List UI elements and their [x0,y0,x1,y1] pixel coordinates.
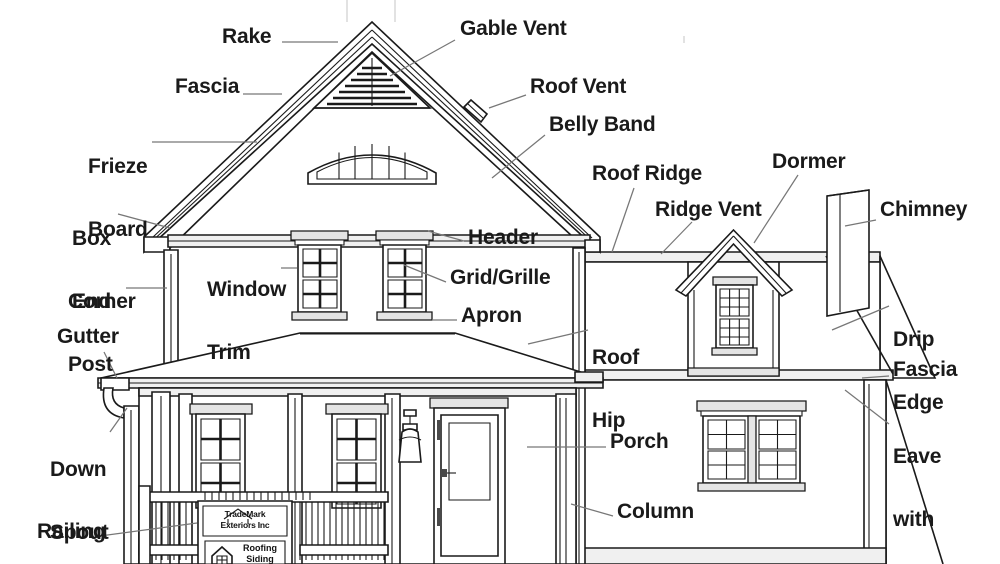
wall-sconce-light [398,409,422,463]
label-header: Header [468,226,539,249]
label-box-end-line2: End [72,290,112,313]
porch [138,387,577,564]
label-roof-hip: Roof Hip [592,305,639,473]
porch-column-1 [151,391,171,564]
leader-lines [99,39,890,537]
label-ridge-vent: Ridge Vent [655,198,762,221]
chimney [826,189,870,317]
gutter-and-downspout [100,377,140,564]
gable-window-right [375,230,434,321]
label-eave-soffit-line2: with [893,508,935,531]
label-drip-edge: Drip Edge [893,287,944,455]
porch-column-5 [555,393,577,564]
porch-roof [97,332,604,389]
label-chimney: Chimney [880,198,968,221]
label-frieze-board-line2: Board [88,218,148,241]
dormer [674,228,794,377]
label-porch: Porch [610,430,669,453]
right-wing-window [696,400,807,492]
sign-service-roofing: Roofing [243,543,277,553]
roof-vent [462,98,489,124]
label-down-spout-line1: Down [50,458,107,481]
label-gutter: Gutter [57,325,119,348]
label-fascia-left: Fascia [175,75,240,98]
label-eave-soffit: Eave with Soffit [893,404,945,564]
label-down-spout: Down Spout [50,417,109,564]
label-dormer: Dormer [772,150,846,173]
porch-column-2 [178,393,193,564]
porch-railing [138,485,389,564]
label-frieze-board: Frieze Board [88,114,148,282]
gable-window-left [290,230,349,321]
label-fascia-right: Fascia [893,358,958,381]
label-belly-band: Belly Band [549,113,656,136]
label-corner-post-line2: Post [68,353,113,376]
label-roof-hip-line2: Hip [592,409,626,432]
label-box-end-line1: Box [72,227,112,250]
main-gable-block [143,20,601,564]
label-window-trim-line1: Window [207,278,287,301]
sign-services: Roofing Siding Gutters [234,543,286,564]
sign-company-line1: TradeMark [224,509,266,519]
label-roof-vent: Roof Vent [530,75,627,98]
front-door [429,397,509,564]
label-window-trim-line2: Trim [207,341,251,364]
label-gable-vent: Gable Vent [460,17,567,40]
label-corner-post: Corner Post [68,249,136,417]
sign-company-name: TradeMark Exteriors Inc [203,509,287,530]
crop-marks [346,0,685,43]
label-drip-edge-line1: Drip [893,328,935,351]
label-roof-hip-line1: Roof [592,346,640,369]
label-grid-grille: Grid/Grille [450,266,551,289]
sign-company-line2: Exteriors Inc [220,519,270,530]
label-rake: Rake [222,25,272,48]
gable-vent [311,51,433,109]
arched-gable-window [307,144,437,185]
label-railing: Railing [37,520,106,543]
sign-service-siding: Siding [246,553,274,564]
label-box-end: Box End [72,186,111,354]
label-corner-post-line1: Corner [68,290,136,313]
label-down-spout-line2: Spout [50,521,109,544]
label-eave-soffit-line1: Eave [893,445,942,468]
label-window-trim: Window Trim [207,237,286,405]
label-column: Column [617,500,694,523]
label-apron: Apron [461,304,522,327]
label-drip-edge-line2: Edge [893,391,944,414]
porch-column-4 [384,393,401,564]
label-roof-ridge: Roof Ridge [592,162,702,185]
label-frieze-board-line1: Frieze [88,155,148,178]
contractor-sign [197,500,293,564]
